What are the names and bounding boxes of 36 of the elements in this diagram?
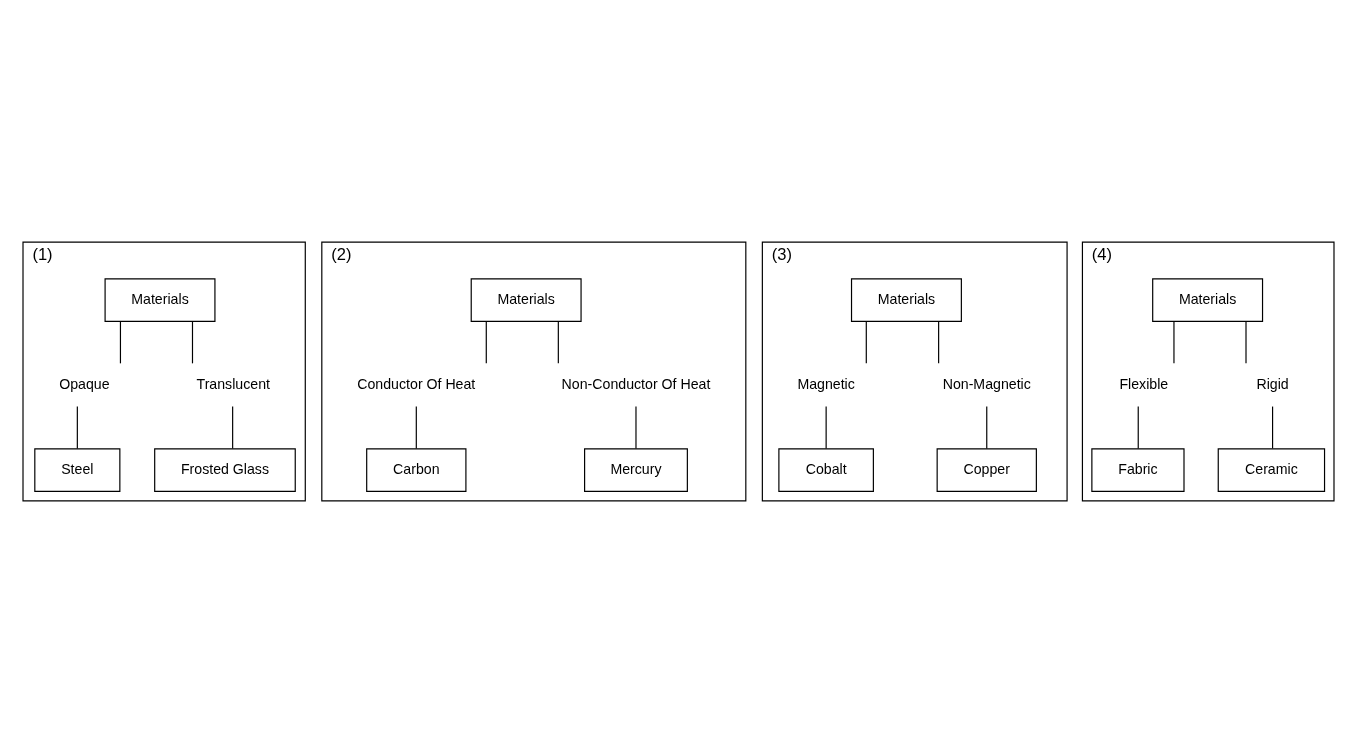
node-box: Frosted Glass (154, 448, 296, 492)
node-text: Non-Conductor Of Heat (561, 375, 711, 392)
node-text: Magnetic (797, 375, 855, 392)
node-box: Materials (470, 278, 582, 322)
node-text: Conductor Of Heat (357, 375, 476, 392)
node-text: Opaque (59, 375, 110, 392)
connector (986, 405, 988, 449)
node-box: Steel (34, 448, 121, 492)
node-box: Cobalt (778, 448, 874, 492)
node-text: Flexible (1119, 375, 1169, 392)
node-box: Materials (1152, 278, 1264, 322)
connector (1245, 320, 1247, 364)
connector (1173, 320, 1175, 364)
connector (415, 405, 417, 449)
connector (76, 405, 78, 449)
node-box: Materials (104, 278, 216, 322)
connector (232, 405, 234, 449)
connector (635, 405, 637, 449)
connector (119, 320, 122, 364)
connector (191, 320, 194, 364)
node-text: Non-Magnetic (942, 375, 1031, 392)
connector (1272, 405, 1274, 449)
connector (1137, 405, 1139, 449)
connector (825, 405, 827, 449)
connector (865, 320, 867, 364)
connector (557, 320, 559, 364)
node-box: Mercury (584, 448, 688, 492)
connector (485, 320, 487, 364)
connector (938, 320, 940, 364)
node-box: Fabric (1091, 448, 1185, 492)
node-box: Ceramic (1217, 448, 1326, 492)
node-text: Translucent (196, 375, 270, 392)
node-box: Copper (936, 448, 1037, 492)
node-text: Rigid (1256, 375, 1289, 392)
node-box: Materials (850, 278, 962, 322)
node-box: Carbon (366, 448, 467, 492)
